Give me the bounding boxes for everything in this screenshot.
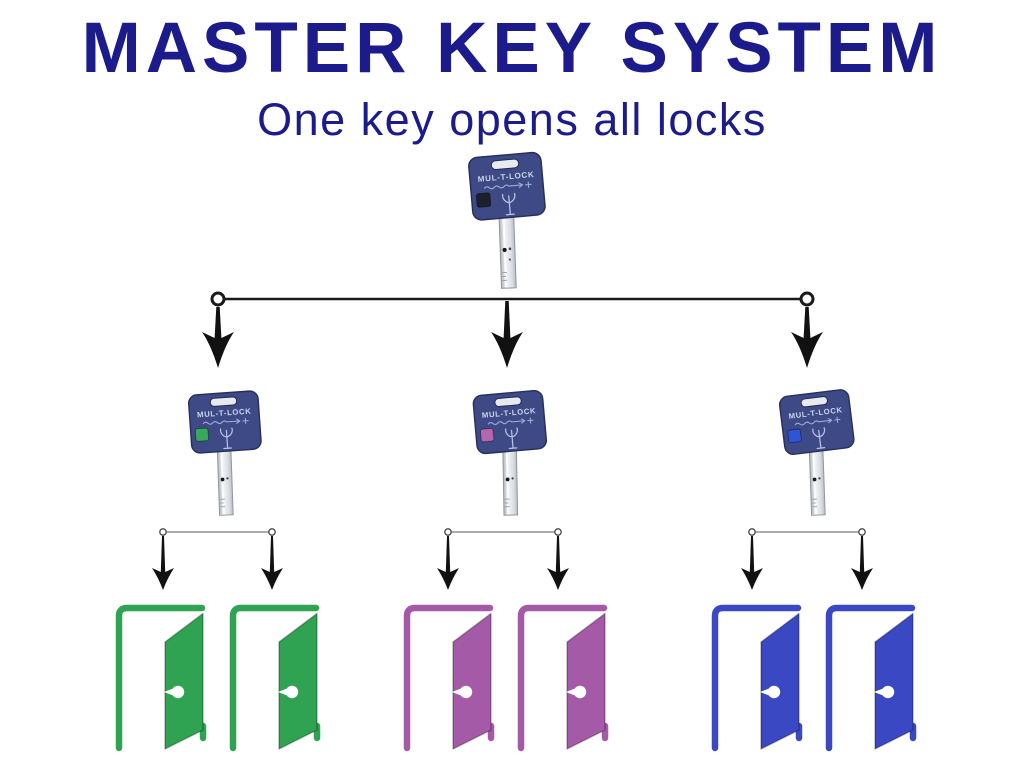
purple-key-sticker — [480, 427, 495, 443]
blue-group-connector — [741, 528, 873, 590]
master-key-sticker — [475, 192, 492, 208]
page-title: MASTER KEY SYSTEM — [81, 9, 943, 88]
connector-node-right — [799, 291, 815, 307]
brand-label: MUL-T-LOCK — [197, 407, 252, 420]
sub-key-blue-icon: MUL-T-LOCK — [778, 389, 855, 516]
green-key-sticker — [194, 427, 210, 442]
connector-node-right — [858, 528, 866, 536]
door-knob — [760, 685, 781, 699]
mul-t-lock-logo — [219, 427, 233, 450]
key-blade — [216, 447, 234, 516]
door-icon-blue-2 — [825, 604, 917, 752]
arrow-down-middle-key — [491, 301, 523, 368]
key-head: MUL-T-LOCK — [188, 390, 262, 454]
door-icon-purple-1 — [403, 604, 495, 752]
door-knob — [164, 685, 185, 699]
key-head: MUL-T-LOCK — [468, 151, 546, 221]
page-subtitle: One key opens all locks — [257, 94, 767, 145]
arrow-down-door-3 — [437, 536, 459, 590]
door-icon-blue-1 — [711, 604, 803, 752]
door-icon-green-1 — [115, 604, 207, 752]
door-icon-green-2 — [229, 604, 321, 752]
key-hole-slot — [800, 396, 828, 408]
key-hole-slot — [494, 396, 522, 407]
connector-node-left — [159, 528, 167, 536]
key-hole-slot — [209, 396, 238, 407]
key-head: MUL-T-LOCK — [472, 389, 548, 455]
blue-key-sticker — [787, 428, 802, 444]
key-blade — [808, 447, 826, 516]
arrow-down-left-key — [202, 307, 234, 368]
key-head: MUL-T-LOCK — [778, 389, 855, 455]
connector-node-left — [210, 291, 226, 307]
purple-group-connector — [437, 528, 569, 590]
arrow-down-door-4 — [547, 536, 569, 590]
arrow-down-door-2 — [261, 536, 283, 590]
mul-t-lock-logo — [504, 427, 518, 450]
connector-node-right — [268, 528, 276, 536]
sub-key-purple-icon: MUL-T-LOCK — [472, 389, 548, 516]
connector-node-right — [554, 528, 562, 536]
key-hole-slot — [490, 158, 520, 170]
key-blade — [498, 213, 517, 289]
connector-node-left — [748, 528, 756, 536]
key-blade — [502, 447, 519, 516]
arrow-down-door-5 — [741, 536, 763, 590]
arrow-down-door-1 — [152, 536, 174, 590]
door-knob — [874, 685, 895, 699]
master-key-icon: MUL-T-LOCK — [468, 151, 546, 289]
mul-t-lock-logo — [501, 192, 516, 216]
door-knob — [566, 685, 587, 699]
connector-node-left — [444, 528, 452, 536]
green-group-connector — [152, 528, 283, 590]
arrow-down-door-6 — [851, 536, 873, 590]
door-icon-purple-2 — [517, 604, 609, 752]
mul-t-lock-logo — [812, 427, 826, 450]
door-knob — [278, 685, 299, 699]
arrow-down-right-key — [791, 307, 823, 368]
door-knob — [452, 685, 473, 699]
sub-key-green-icon: MUL-T-LOCK — [188, 390, 262, 516]
master-connector — [202, 291, 823, 368]
